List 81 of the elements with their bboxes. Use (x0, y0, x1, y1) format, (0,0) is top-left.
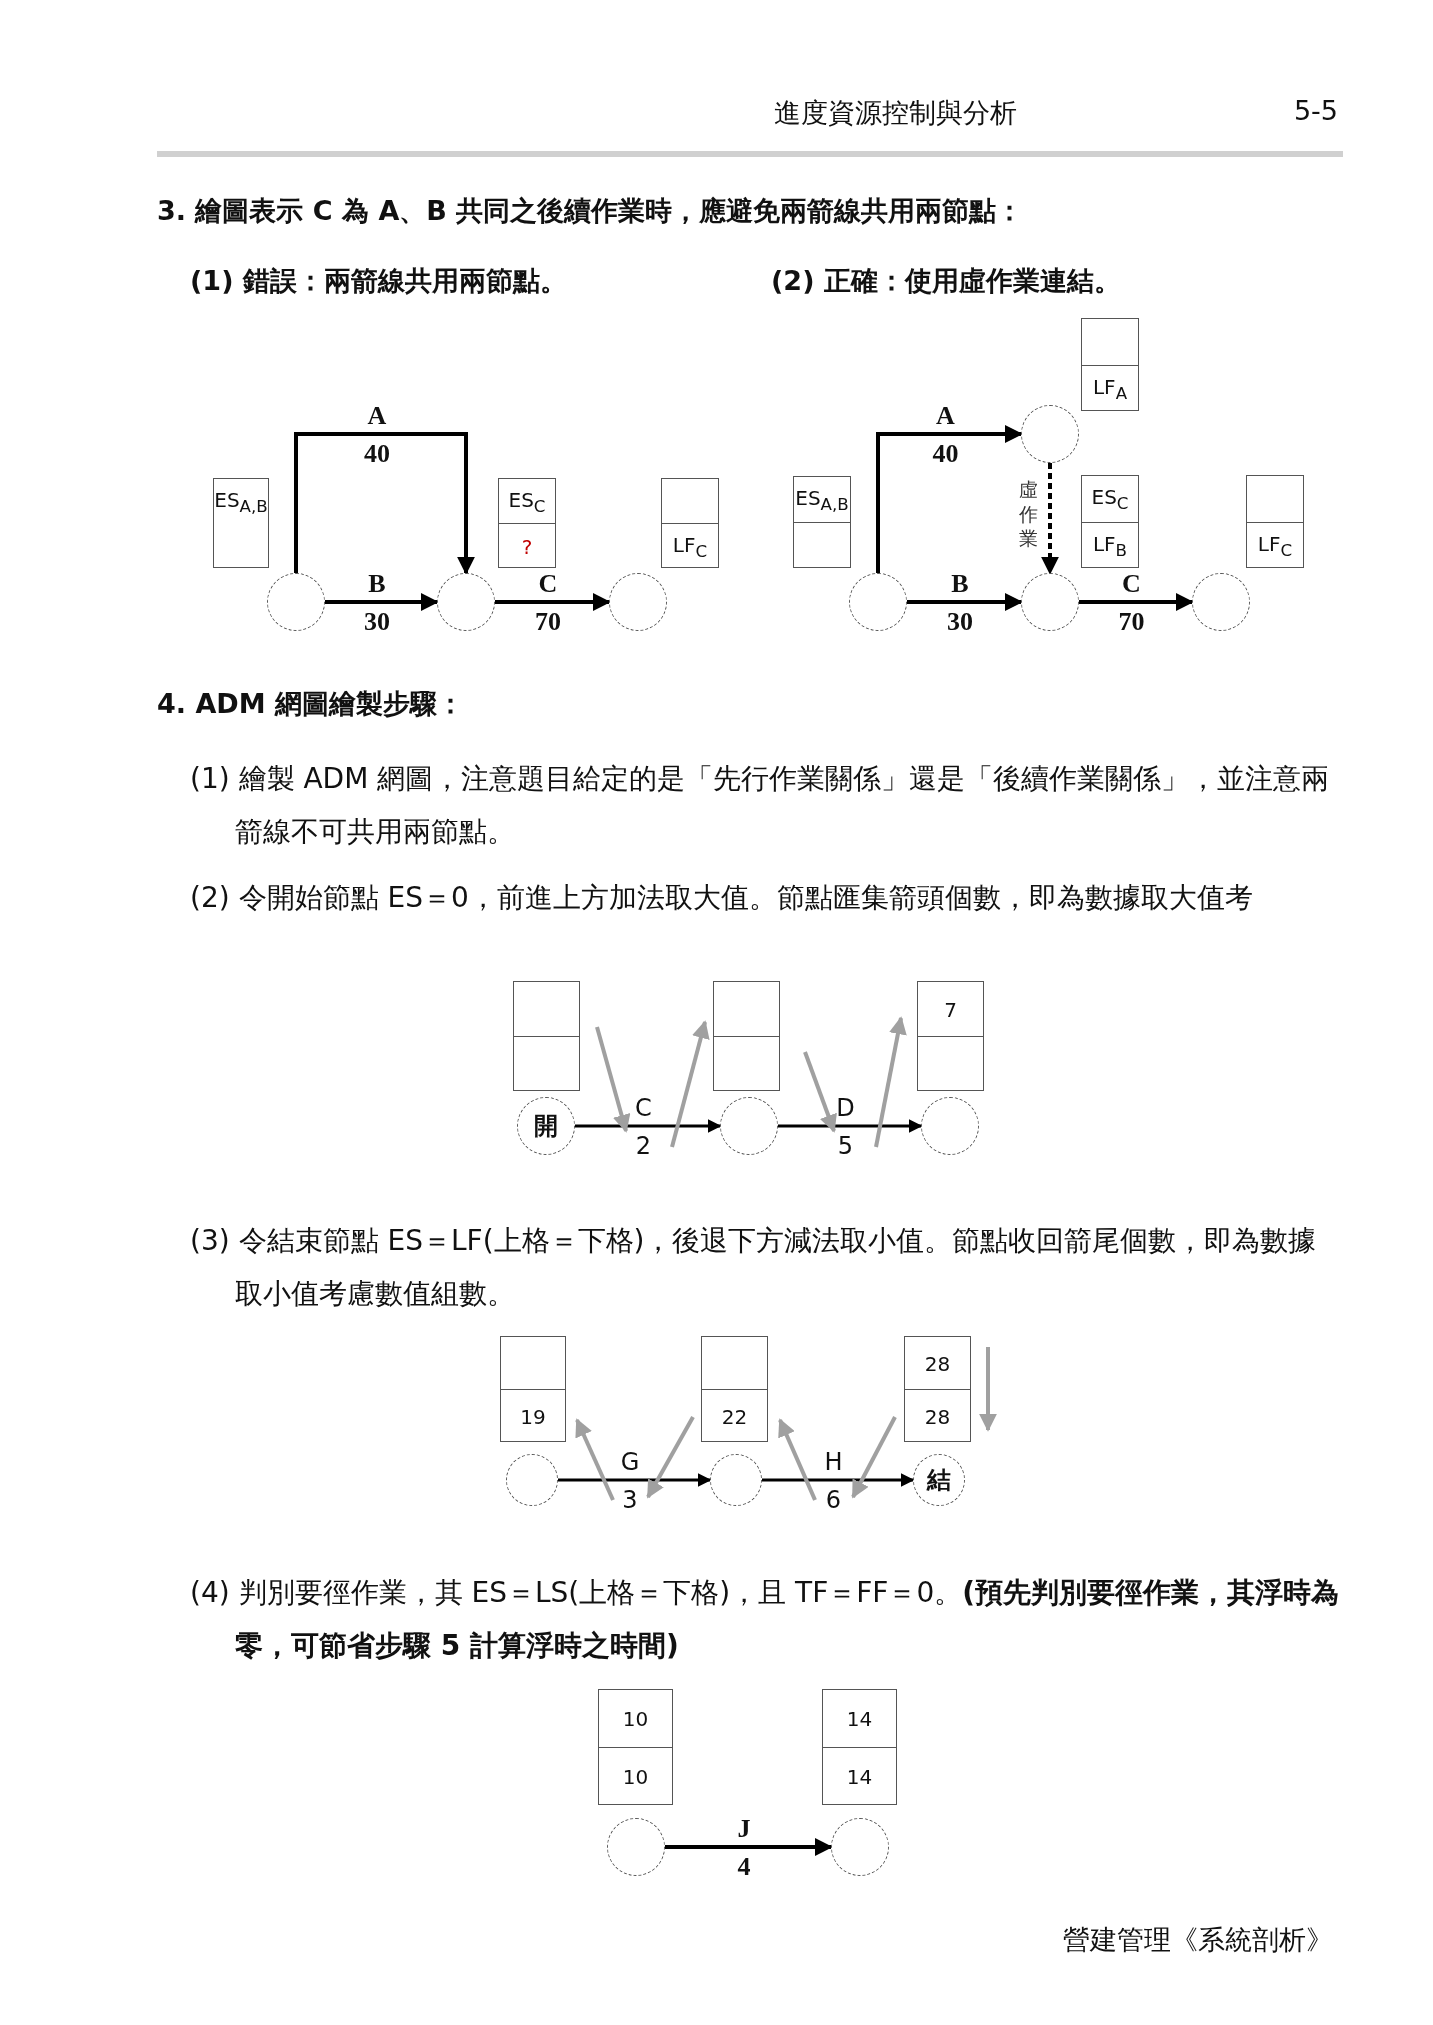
arrow (575, 1119, 722, 1133)
time-value: 7 (944, 997, 957, 1022)
edge-label: A (367, 403, 387, 429)
time-box (598, 1689, 673, 1805)
edge-label: B (951, 571, 969, 597)
edge-label: 4 (737, 1854, 751, 1880)
time-box (500, 1336, 566, 1442)
time-value: 10 (622, 1707, 649, 1731)
time-box (904, 1336, 971, 1442)
edge-label: A (936, 403, 955, 429)
time-value: 28 (924, 1404, 951, 1429)
time-value: 14 (846, 1765, 873, 1789)
page-footer: 營建管理《系統剖析》 (1063, 1922, 1333, 1958)
section-heading: 4. ADM 網圖繪製步驟： (157, 687, 465, 721)
arrow (495, 593, 611, 611)
edge-label: 5 (837, 1134, 854, 1158)
time-value: LF$_{A}$ (1092, 374, 1128, 403)
time-value: 10 (622, 1765, 649, 1789)
time-box (822, 1689, 897, 1805)
arrow (762, 1473, 915, 1487)
time-box (701, 1336, 768, 1442)
edge-label: 40 (364, 441, 390, 467)
edge-label: C (635, 1096, 652, 1120)
time-box (513, 981, 580, 1091)
edge-label: 虛作業 (1018, 476, 1038, 552)
time-value: LF$_{B}$ (1092, 531, 1128, 560)
arrow (1079, 593, 1194, 611)
event-node: 結 (913, 1454, 965, 1506)
edge-label: 70 (535, 609, 561, 635)
time-box (1081, 318, 1139, 411)
time-box (713, 981, 780, 1091)
edge-label: 30 (947, 609, 973, 635)
time-value: 22 (721, 1404, 748, 1429)
arrow (907, 593, 1023, 611)
time-value: LF$_{C}$ (1257, 531, 1293, 560)
edge-label: J (737, 1816, 751, 1842)
edge-label: 2 (635, 1134, 652, 1158)
time-value: ES$_{A,B}$ (214, 487, 268, 516)
time-value: 28 (924, 1351, 951, 1376)
event-node: 開 (517, 1097, 575, 1155)
edge-label: 40 (932, 441, 959, 467)
time-box (917, 981, 984, 1091)
time-value: ? (521, 534, 533, 559)
time-box (661, 478, 719, 568)
edge-label: 6 (825, 1488, 842, 1512)
time-value: LF$_{C}$ (672, 532, 708, 561)
edge-label: B (368, 571, 386, 597)
edge-label: 70 (1118, 609, 1145, 635)
subheading: (1) 錯誤：兩箭線共用兩節點。 (190, 264, 567, 298)
time-value: ES$_{C}$ (1091, 485, 1129, 514)
section-heading: 3. 繪圖表示 C 為 A、B 共同之後續作業時，應避免兩箭線共用兩節點： (157, 194, 1024, 228)
arrow (778, 1119, 923, 1133)
step-text: (2) 令開始節點 ES＝0，前進上方加法取大值。節點匯集箭頭個數，即為數據取大值考 (190, 880, 1254, 916)
edge-label: 30 (364, 609, 390, 635)
edge-label: C (1122, 571, 1141, 597)
time-value: 19 (520, 1404, 546, 1429)
page-number: 5-5 (1293, 95, 1338, 126)
arrow (294, 432, 475, 575)
time-box (793, 476, 851, 568)
time-box (213, 478, 269, 568)
time-value: 14 (846, 1707, 873, 1731)
step-text: (1) 繪製 ADM 網圖，注意題目給定的是「先行作業關係」還是「後續作業關係」，並注意兩箭線不可共用兩節點。 (190, 761, 1331, 850)
edge-label: H (824, 1450, 843, 1474)
edge-label: C (538, 571, 558, 597)
subheading: (2) 正確：使用虛作業連結。 (771, 264, 1121, 298)
arrow (325, 593, 439, 611)
step-text: (3) 令結束節點 ES＝LF(上格＝下格)，後退下方減法取小值。節點收回箭尾個數，即為數據取小值考慮數值組數。 (190, 1223, 1318, 1312)
time-box (1081, 475, 1139, 568)
arrow (665, 1838, 833, 1856)
time-value: ES$_{A,B}$ (795, 486, 849, 514)
arrow (876, 425, 1023, 573)
page-header: 進度資源控制與分析 (774, 96, 1017, 130)
arrow (558, 1473, 712, 1487)
edge-label: D (836, 1096, 855, 1120)
time-value: ES$_{C}$ (508, 487, 546, 516)
edge-label: 3 (622, 1488, 638, 1512)
dashed-arrow (1041, 463, 1059, 575)
edge-label: G (620, 1450, 640, 1474)
time-box (1246, 475, 1304, 568)
step-text: (4) 判別要徑作業，其 ES＝LS(上格＝下格)，且 TF＝FF＝0。(預先判別要徑作業，其浮時為零，可節省步驟 5 計算浮時之時間) (190, 1575, 1340, 1664)
time-box (498, 478, 556, 568)
